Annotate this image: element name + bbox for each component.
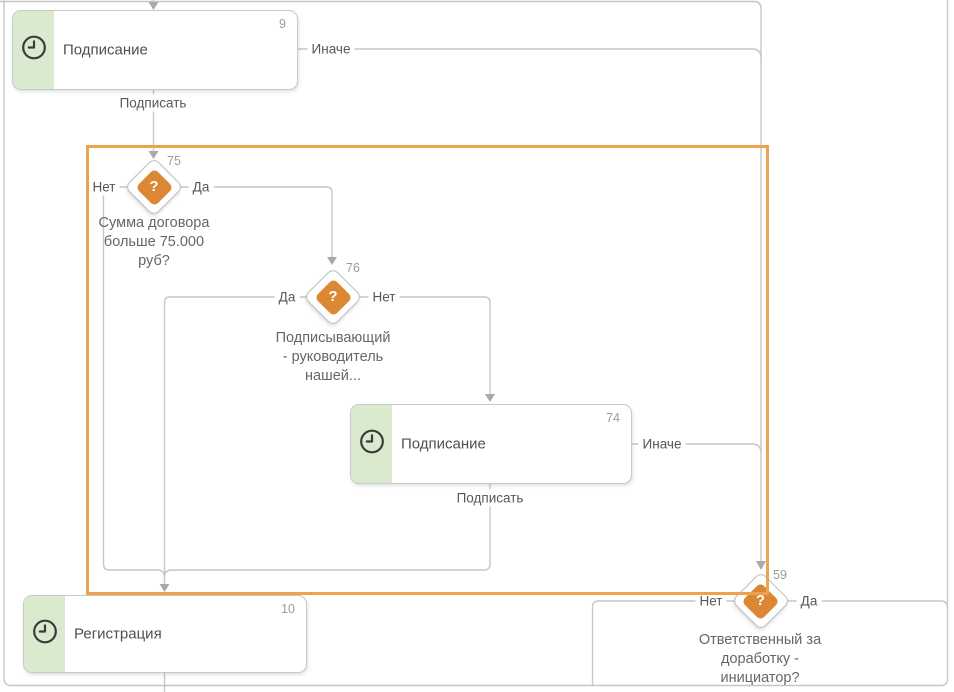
gateway-number: 75 <box>167 154 181 168</box>
connector-gateway76-no[interactable] <box>356 296 491 394</box>
task-number: 74 <box>606 411 620 425</box>
edge-label-no-59: Нет <box>695 592 727 610</box>
connector-gateway75-yes[interactable] <box>177 186 333 257</box>
arrowhead <box>756 561 766 570</box>
task-number: 9 <box>279 17 286 31</box>
clock-icon <box>21 35 47 66</box>
question-mark-icon: ? <box>755 591 766 609</box>
task-label: Регистрация <box>74 625 162 643</box>
connector-task74-sign[interactable] <box>163 484 491 578</box>
arrowhead <box>159 584 170 592</box>
edge-label-otherwise-74: Иначе <box>638 435 686 453</box>
task-node-registration-10[interactable]: Регистрация 10 <box>23 595 307 673</box>
connector-top-to-gateway59[interactable] <box>0 0 762 562</box>
edge-label-yes-75: Да <box>188 178 214 196</box>
edge-label-no-76: Нет <box>368 288 400 306</box>
arrowhead <box>327 257 337 265</box>
edge-label-yes-59: Да <box>796 592 822 610</box>
arrowhead <box>485 394 495 402</box>
task-node-signing-74[interactable]: Подписание 74 <box>350 404 632 484</box>
connector-task9-otherwise[interactable] <box>298 48 762 59</box>
task-node-signing-9[interactable]: Подписание 9 <box>12 10 298 90</box>
gateway-number: 76 <box>346 261 360 275</box>
clock-icon <box>359 429 385 460</box>
task-accent-band <box>351 405 392 483</box>
arrowhead <box>148 151 159 159</box>
task-accent-band <box>13 11 54 89</box>
connector-gateway76-yes[interactable] <box>163 296 311 584</box>
connector-return-loop[interactable] <box>3 0 949 687</box>
question-mark-icon: ? <box>328 287 338 305</box>
task-label: Подписание <box>401 435 486 453</box>
task-number: 10 <box>281 602 295 616</box>
connector-gateway59-yes[interactable] <box>784 600 949 609</box>
arrowhead <box>148 2 159 10</box>
connector-task74-otherwise[interactable] <box>632 443 762 454</box>
edge-label-sign-9: Подписать <box>115 94 191 112</box>
edge-label-sign-74: Подписать <box>452 489 528 507</box>
edge-label-no-75: Нет <box>88 178 120 196</box>
task-label: Подписание <box>63 41 148 59</box>
task-accent-band <box>24 596 65 672</box>
edge-label-yes-76: Да <box>274 288 300 306</box>
question-mark-icon: ? <box>149 177 159 195</box>
connector-gateway59-no[interactable] <box>591 600 738 686</box>
edge-label-otherwise-9: Иначе <box>307 40 355 58</box>
gateway-question-75: Сумма договора больше 75.000 руб? <box>98 215 210 269</box>
gateway-question-76: Подписывающий - руководитель нашей... <box>275 330 391 384</box>
gateway-question-59: Ответственный за доработку - инициатор? <box>698 632 822 686</box>
clock-icon <box>32 619 58 650</box>
gateway-number: 59 <box>773 568 787 582</box>
